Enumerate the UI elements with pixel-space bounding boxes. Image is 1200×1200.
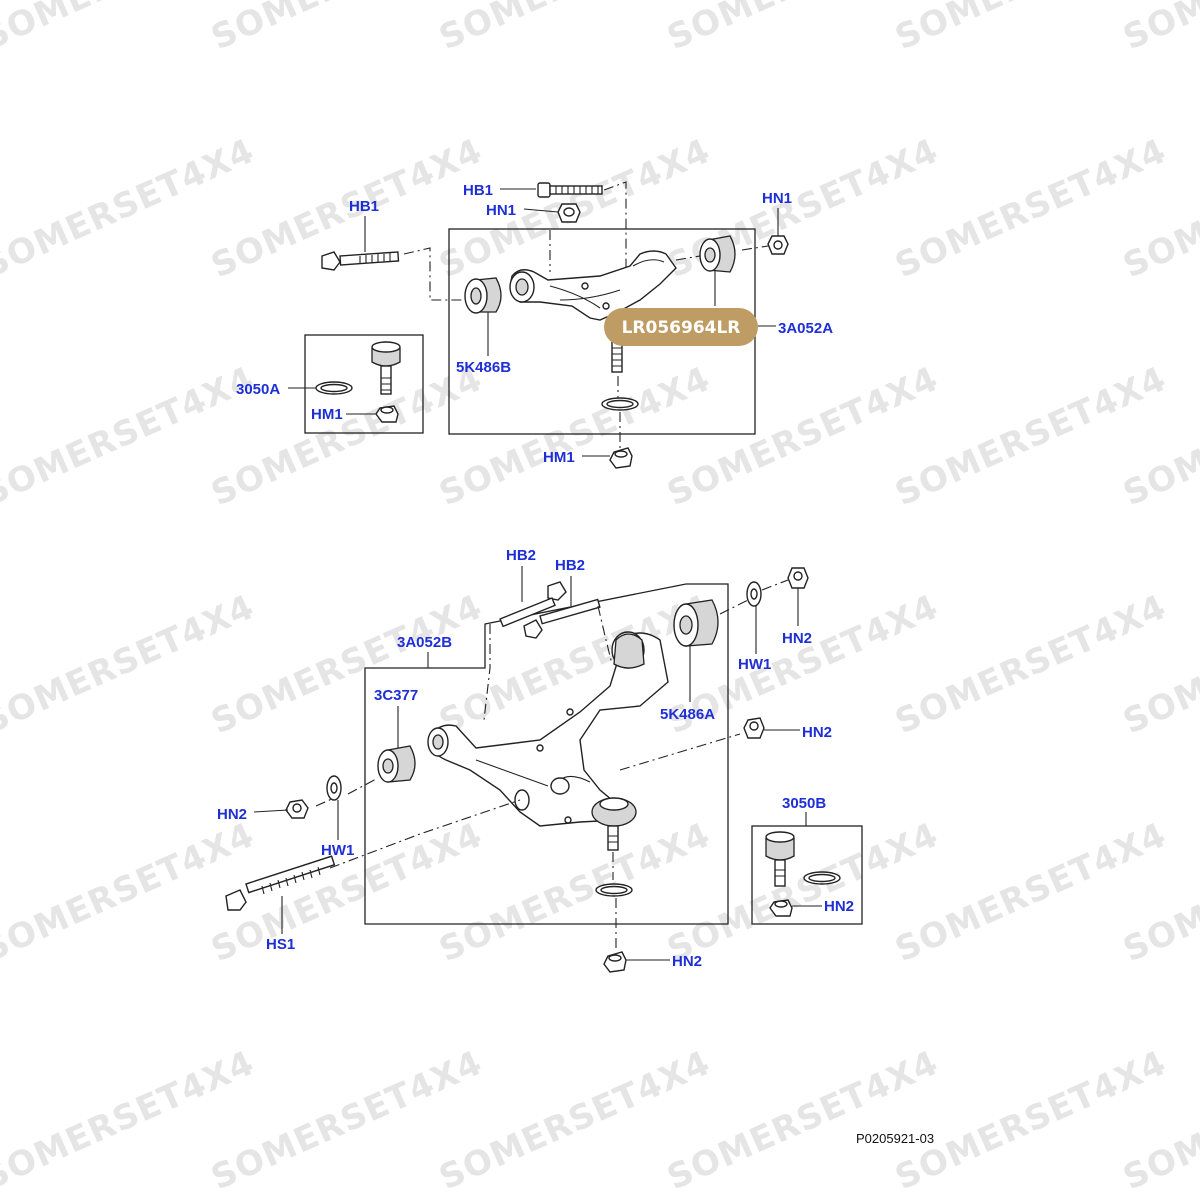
lower-arm-group-box [364, 583, 729, 925]
callout-hn1-top: HN1 [486, 202, 516, 219]
watermark-text: SOMERSET4X4 [1117, 0, 1200, 58]
front-axis-path [315, 777, 379, 807]
callout-hn2-bottom: HN2 [672, 953, 702, 970]
callout-5k486a: 5K486A [660, 706, 715, 723]
callout-hb2-a: HB2 [506, 547, 536, 564]
callout-3c377: 3C377 [374, 687, 418, 704]
upper-control-arm[interactable] [509, 250, 677, 321]
hb1-left-bolt[interactable] [321, 251, 400, 271]
callout-hn2-left: HN2 [217, 806, 247, 823]
upper-arm-assembly: LR056964LR HB1 HN1 HN1 HB1 5K486B 3A052A… [236, 181, 833, 469]
callout-hm1-bottom: HM1 [543, 449, 575, 466]
hs1-bolt[interactable] [225, 855, 336, 911]
rear-axis-path [719, 579, 789, 615]
lower-circlip-inner [600, 885, 628, 895]
callout-hw1-right: HW1 [738, 656, 771, 673]
bushing-3c377[interactable] [377, 745, 416, 783]
lower-control-arm[interactable] [427, 631, 669, 827]
hb2-path-a [483, 624, 491, 721]
callout-hn2-kit: HN2 [824, 898, 854, 915]
diagram-reference: P0205921-03 [856, 1131, 934, 1146]
hn1-top-nut[interactable] [557, 203, 581, 223]
callout-3a052a: 3A052A [778, 320, 833, 337]
callout-hb2-b: HB2 [555, 557, 585, 574]
lower-balljoint-kit-box [751, 825, 863, 925]
lower-kit-ball-joint[interactable] [765, 831, 795, 887]
callout-hw1-left: HW1 [321, 842, 354, 859]
callout-hn2-right-top: HN2 [782, 630, 812, 647]
leader-hn1-top [523, 208, 559, 213]
hb2-bolt-b[interactable] [523, 598, 601, 639]
upper-kit-circlip-inner [320, 383, 348, 393]
hn2-right-mid-nut[interactable] [743, 717, 765, 739]
callout-3a052b: 3A052B [397, 634, 452, 651]
bushing-right-upper[interactable] [699, 235, 736, 273]
hm1-bottom-nut[interactable] [609, 447, 633, 469]
hn1-right-nut[interactable] [767, 235, 789, 255]
hw1-left-washer-hole [330, 782, 338, 794]
hs1-axis-path [329, 733, 741, 869]
part-number-badge[interactable]: LR056964LR [604, 308, 758, 346]
callout-hb1-left: HB1 [349, 198, 379, 215]
hb2-path-b [597, 605, 613, 665]
hn2-bottom-nut[interactable] [603, 951, 627, 973]
upper-kit-ball-joint[interactable] [371, 341, 401, 395]
hb1-top-bolt[interactable] [537, 182, 603, 198]
callout-hn2-right-mid: HN2 [802, 724, 832, 741]
right-bush-path [675, 255, 701, 261]
bushing-5k486a[interactable] [673, 599, 719, 647]
hn2-right-top-nut[interactable] [787, 567, 809, 589]
hn2-left-nut[interactable] [285, 799, 309, 819]
lower-kit-nut[interactable] [769, 899, 793, 917]
hb1-top-path [603, 181, 627, 268]
hb2-bolt-a[interactable] [499, 581, 567, 628]
callout-hb1-top: HB1 [463, 182, 493, 199]
callout-5k486b: 5K486B [456, 359, 511, 376]
lower-arm-assembly: HB2 HB2 3A052B 3C377 5K486A HW1 HN2 HN2 … [217, 547, 863, 973]
upper-balljoint-kit-box [304, 334, 424, 434]
callout-hn1-right: HN1 [762, 190, 792, 207]
lower-kit-circlip-inner [808, 873, 836, 883]
hw1-right-washer-hole [750, 588, 758, 600]
bushing-5k486b[interactable] [464, 277, 502, 314]
upper-circlip-inner [606, 399, 634, 409]
callout-hs1: HS1 [266, 936, 295, 953]
callout-3050b: 3050B [782, 795, 826, 812]
callout-hm1-kit: HM1 [311, 406, 343, 423]
leader-hn2-left [253, 809, 289, 813]
callout-3050a: 3050A [236, 381, 280, 398]
part-number-text: LR056964LR [622, 318, 741, 338]
hn1-right-path [741, 245, 769, 251]
lower-ball-joint[interactable] [591, 797, 637, 851]
